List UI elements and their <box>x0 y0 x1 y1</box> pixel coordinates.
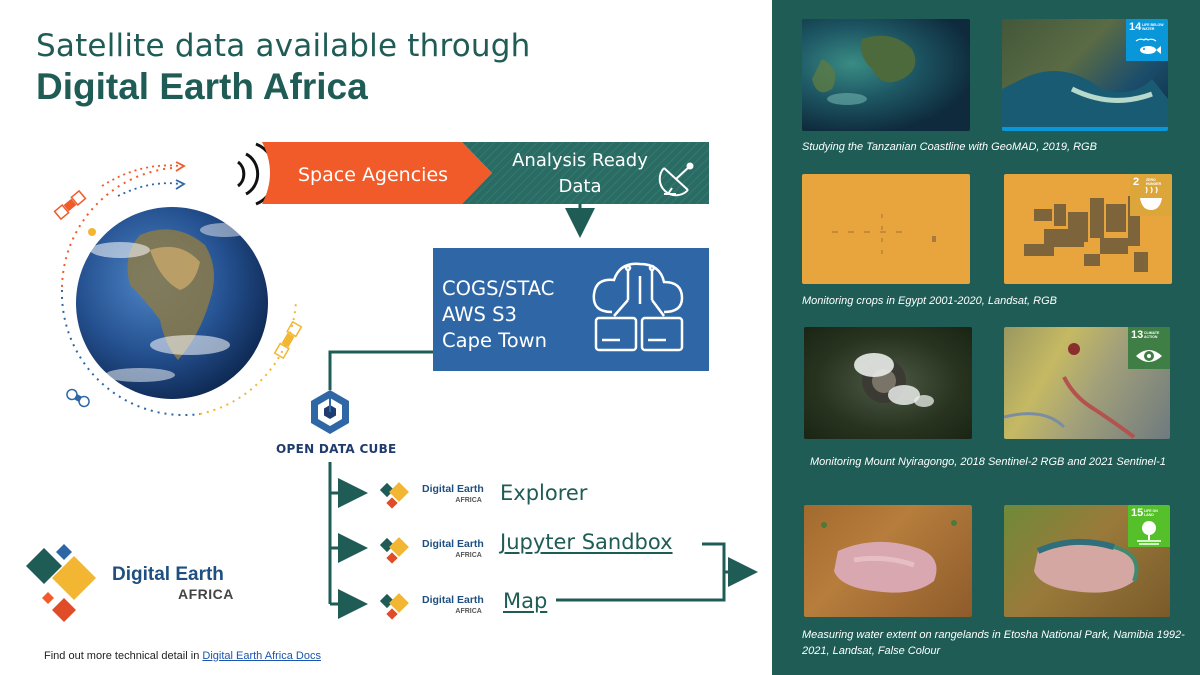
footer-text: Find out more technical detail in <box>44 650 203 662</box>
gallery-caption: Monitoring crops in Egypt 2001-2020, Lan… <box>802 295 1057 307</box>
eye-globe-icon <box>1136 350 1162 362</box>
sdg-text: LIFE BELOW WATER <box>1142 23 1164 31</box>
title-line-1: Satellite data available through <box>36 28 531 64</box>
tool-brand: Digital Earth AFRICA <box>422 539 484 561</box>
analysis-ready-line2: Data <box>558 176 602 197</box>
sdg-number: 2 <box>1133 176 1140 188</box>
storage-line1: COGS/STAC <box>442 277 555 300</box>
storage-line2: AWS S3 <box>442 303 517 326</box>
sdg-text: ZERO HUNGER <box>1146 178 1162 186</box>
satellite-icon <box>53 189 87 221</box>
footer-note: Find out more technical detail in Digita… <box>44 650 321 662</box>
map-link[interactable]: Map <box>503 589 548 613</box>
satellite-image <box>804 505 972 617</box>
sdg-text: CLIMATE ACTION <box>1144 331 1160 339</box>
satellite-icon <box>66 388 90 408</box>
sdg-number: 14 <box>1129 21 1142 33</box>
brand-name: Digital Earth <box>112 564 224 585</box>
sdg-number: 15 <box>1131 507 1144 519</box>
gallery-panel: 14 LIFE BELOW WATER Studying the Tanzani… <box>772 0 1200 675</box>
sdg-badge: 15 LIFE ON LAND <box>1128 505 1170 547</box>
sdg-text: LIFE ON LAND <box>1144 509 1158 517</box>
cloud-server-icon <box>592 262 684 352</box>
earth-graphic <box>60 161 297 417</box>
jupyter-sandbox-link[interactable]: Jupyter Sandbox <box>500 530 673 554</box>
open-data-cube-label: OPEN DATA CUBE <box>276 442 397 456</box>
satellite-image: 2 ZERO HUNGER <box>1004 174 1172 284</box>
satellite-icon <box>273 320 303 360</box>
bowl-icon <box>1140 186 1162 210</box>
gallery-caption: Monitoring Mount Nyiragongo, 2018 Sentin… <box>810 456 1166 468</box>
tool-brand-name: Digital Earth <box>422 538 484 550</box>
storage-line3: Cape Town <box>442 329 547 352</box>
tool-brand-sub: AFRICA <box>455 552 482 559</box>
title-line-2: Digital Earth Africa <box>36 66 368 107</box>
sdg-badge: 2 ZERO HUNGER <box>1130 174 1172 216</box>
satellite-image: 14 LIFE BELOW WATER <box>1002 19 1168 131</box>
docs-link[interactable]: Digital Earth Africa Docs <box>202 650 321 662</box>
satellite-image: 13 CLIMATE ACTION <box>1004 327 1170 439</box>
explorer-link[interactable]: Explorer <box>500 481 588 505</box>
tree-icon <box>1137 521 1161 545</box>
tool-brand-sub: AFRICA <box>455 497 482 504</box>
tool-brand-name: Digital Earth <box>422 594 484 606</box>
dea-logo-icon <box>379 537 409 564</box>
gallery-caption: Measuring water extent on rangelands in … <box>802 629 1185 657</box>
tool-brand: Digital Earth AFRICA <box>422 595 484 617</box>
analysis-ready-line1: Analysis Ready <box>512 150 648 171</box>
sdg-number: 13 <box>1131 329 1144 341</box>
satellite-image <box>802 19 970 131</box>
dea-brand-logo <box>26 544 96 622</box>
satellite-image <box>804 327 972 439</box>
satellite-dish-icon <box>658 162 694 197</box>
satellite-image <box>802 174 970 284</box>
dea-logo-icon <box>379 482 409 509</box>
analysis-ready-label: Analysis Ready Data <box>500 148 660 200</box>
gallery-caption: Studying the Tanzanian Coastline with Ge… <box>802 141 1097 153</box>
satellite-image: 15 LIFE ON LAND <box>1004 505 1170 617</box>
space-agencies-label: Space Agencies <box>298 164 449 186</box>
tool-brand-name: Digital Earth <box>422 483 484 495</box>
open-data-cube-logo <box>311 390 349 434</box>
tool-brand-sub: AFRICA <box>455 608 482 615</box>
pipeline-diagram <box>26 142 758 622</box>
storage-label: COGS/STAC AWS S3 Cape Town <box>442 276 554 354</box>
analysis-ready-banner <box>462 142 709 204</box>
space-agencies-banner <box>262 142 492 204</box>
sdg-badge: 13 CLIMATE ACTION <box>1128 327 1170 369</box>
brand-sub: AFRICA <box>178 586 234 602</box>
dea-logo-icon <box>379 593 409 620</box>
sdg-badge: 14 LIFE BELOW WATER <box>1126 19 1168 61</box>
fish-icon <box>1135 38 1161 54</box>
tool-brand: Digital Earth AFRICA <box>422 484 484 506</box>
